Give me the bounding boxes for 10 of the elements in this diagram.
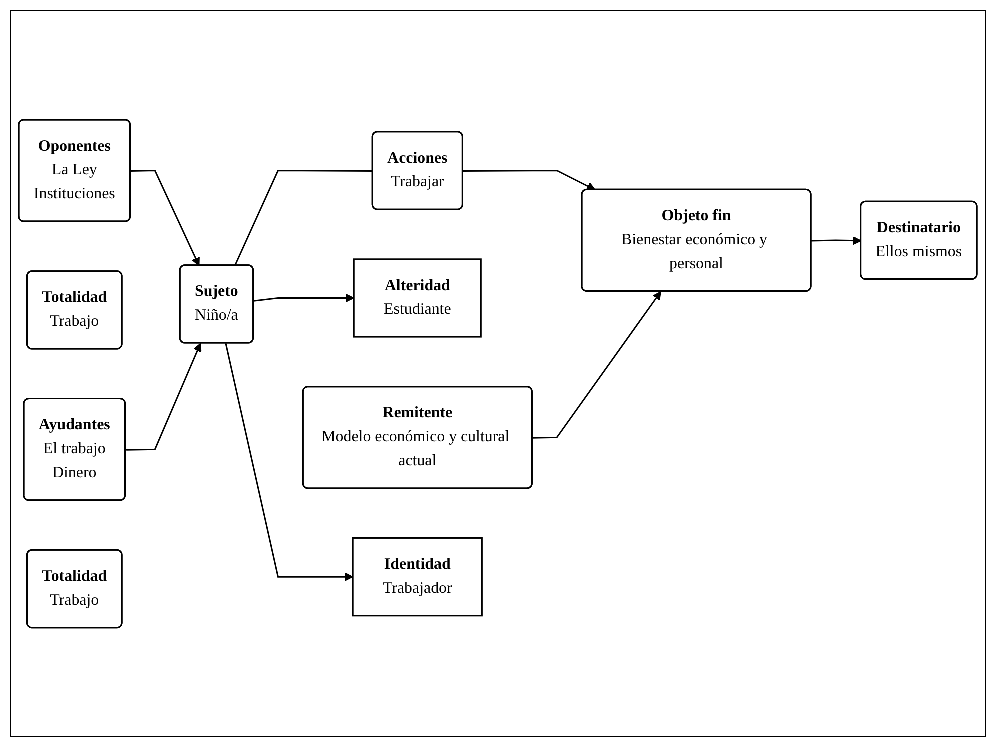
- arrow: [126, 342, 202, 450]
- connector: [234, 170, 374, 266]
- node-box: Identidad Trabajador: [352, 537, 483, 616]
- arrow: [254, 293, 355, 302]
- arrow: [812, 236, 862, 245]
- arrow: [130, 170, 200, 266]
- arrow: [463, 170, 596, 190]
- node-box: Alteridad Estudiante: [353, 258, 482, 338]
- arrow: [225, 342, 354, 582]
- arrow: [532, 290, 662, 438]
